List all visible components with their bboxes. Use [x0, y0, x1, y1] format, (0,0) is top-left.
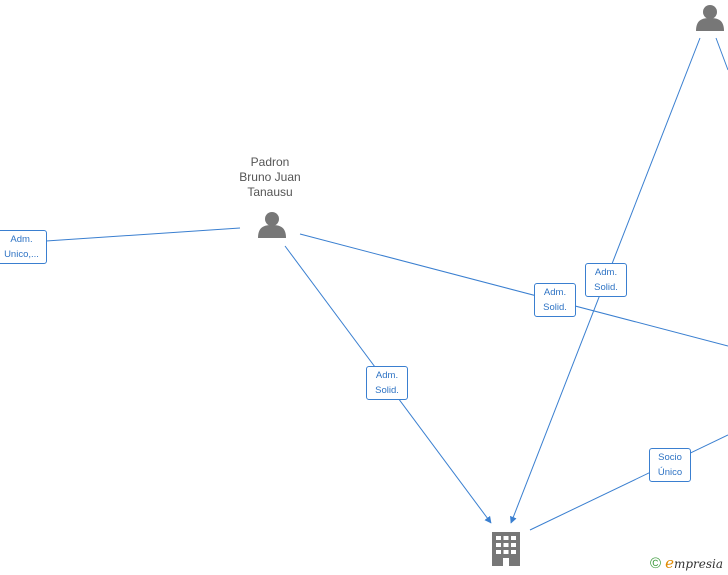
edge-label-line: Adm.	[594, 267, 618, 278]
edge-label-left[interactable]: Adm. Unico,...	[0, 230, 47, 264]
brand-watermark: © empresia	[650, 553, 723, 573]
brand-logo-rest: mpresia	[673, 557, 724, 571]
edge-label-line: Único	[657, 467, 683, 478]
edge-label-line: Socio	[658, 452, 682, 463]
edge-label-line: Adm.	[543, 287, 567, 298]
edge-label-line: Solid.	[375, 385, 399, 396]
edge-label-right-to-company[interactable]: Socio Único	[649, 448, 691, 482]
node-label-line: Padron	[250, 155, 290, 169]
edge-label-line: Adm.	[10, 234, 33, 245]
edge-right-to-company	[529, 434, 728, 531]
edge-label-line: Adm.	[375, 370, 399, 381]
node-label-line: Bruno Juan	[239, 170, 301, 184]
person-icon[interactable]	[258, 212, 286, 238]
edge-label-line: Unico,...	[4, 249, 39, 260]
edge-padron-to-right	[299, 233, 728, 347]
copyright-icon: ©	[650, 554, 662, 572]
brand-logo: empresia	[665, 554, 723, 572]
brand-logo-e: e	[665, 554, 674, 572]
node-label-line: Tanausu	[247, 185, 293, 199]
edge-label-padron-to-company[interactable]: Adm. Solid.	[366, 366, 408, 400]
node-label-padron[interactable]: Padron Bruno Juan Tanausu	[225, 155, 315, 200]
edge-label-line: Solid.	[594, 282, 618, 293]
edge-label-padron-to-right[interactable]: Adm. Solid.	[534, 283, 576, 317]
edge-left-to-padron	[45, 227, 241, 242]
edge-label-top-person-to-company[interactable]: Adm. Solid.	[585, 263, 627, 297]
edge-label-line: Solid.	[543, 302, 567, 313]
building-icon[interactable]	[492, 532, 520, 566]
person-icon[interactable]	[696, 5, 724, 31]
edge-top-person-right	[715, 37, 728, 71]
